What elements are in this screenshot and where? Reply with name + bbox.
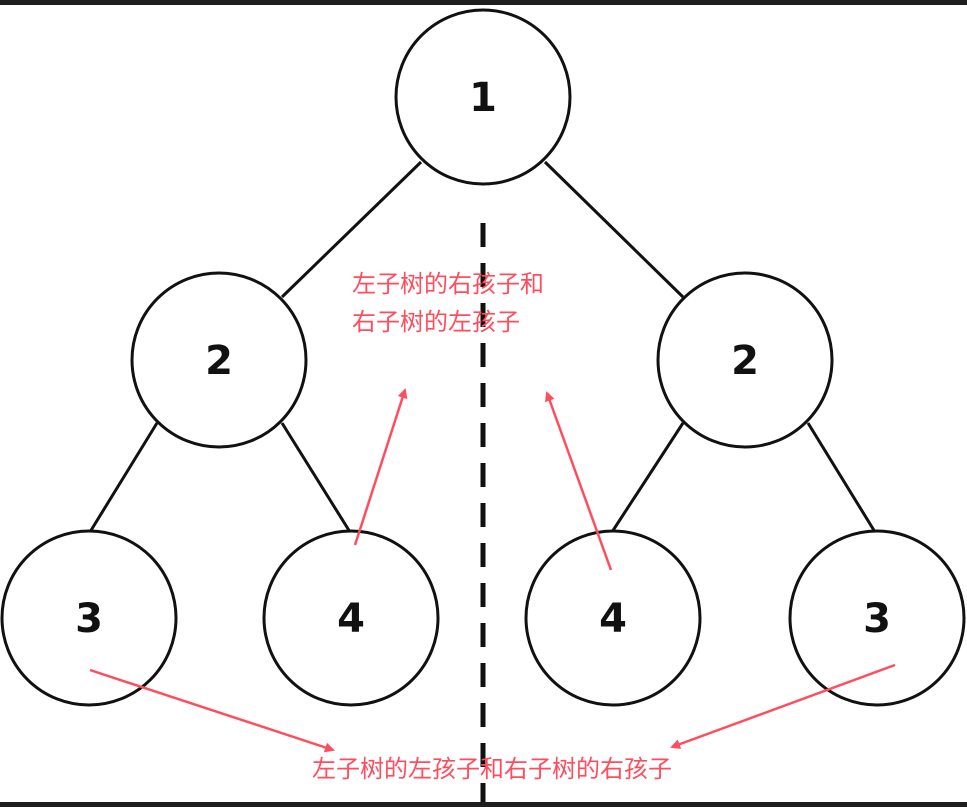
node-root: 1 [394, 8, 572, 186]
edge-right-rightleaf [806, 422, 877, 533]
edge-left-rightleaf [280, 422, 352, 533]
node-right-left-label: 4 [599, 596, 627, 642]
annotation-outer: 左子树的左孩子和右子树的右孩子 [312, 755, 672, 783]
edge-root-left [280, 160, 423, 299]
node-right-right: 3 [788, 529, 966, 707]
node-root-label: 1 [469, 75, 497, 121]
node-left-right-label: 4 [337, 596, 365, 642]
edge-root-right [543, 160, 685, 299]
annotation-inner-line1: 左子树的右孩子和 [352, 270, 544, 298]
node-left-left-label: 3 [75, 596, 103, 642]
edge-left-leftleaf [88, 422, 159, 533]
arrow-right-inner [545, 391, 613, 571]
arrow-left-inner [353, 388, 408, 546]
node-right-left: 4 [524, 529, 702, 707]
node-left-child-label: 2 [205, 338, 233, 384]
node-left-child: 2 [130, 271, 308, 449]
arrow-right-outer [670, 663, 896, 749]
node-right-child-label: 2 [731, 338, 759, 384]
arrow-left-outer [89, 668, 335, 753]
node-left-right: 4 [262, 529, 440, 707]
annotation-inner-line2: 右子树的左孩子 [352, 308, 520, 336]
edge-right-leftleaf [610, 422, 685, 533]
node-right-child: 2 [656, 271, 834, 449]
diagram-canvas: 1 2 2 3 4 4 3 左子树的右孩子 [0, 5, 967, 802]
symmetric-tree-diagram: 1 2 2 3 4 4 3 左子树的右孩子 [0, 8, 966, 802]
node-left-left: 3 [0, 529, 178, 707]
node-right-right-label: 3 [863, 596, 891, 642]
